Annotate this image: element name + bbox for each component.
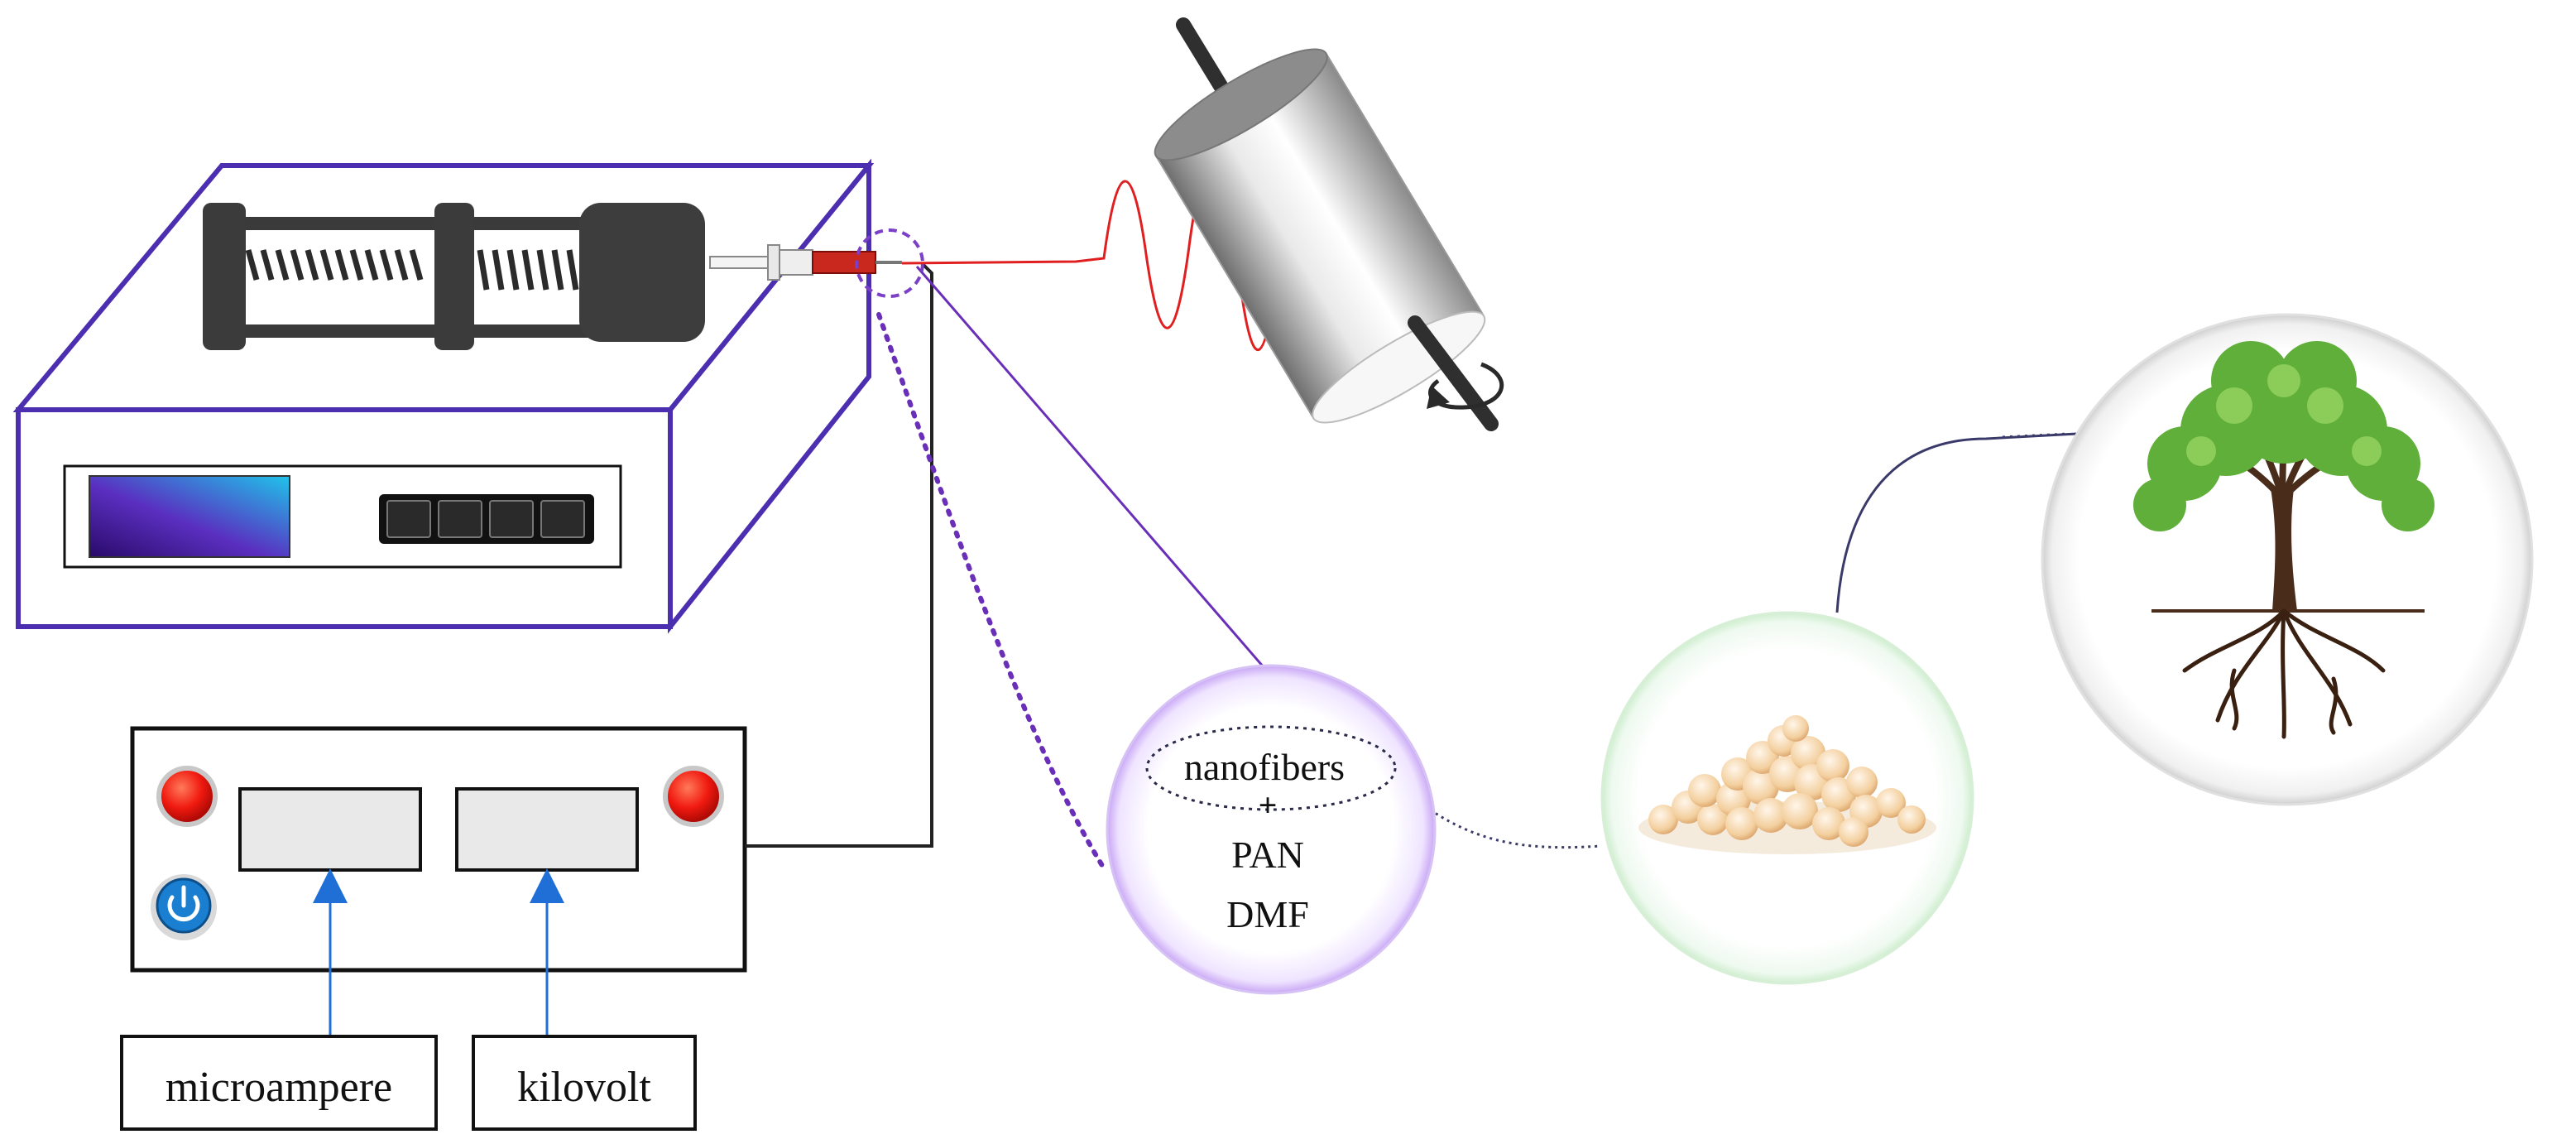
nanofibers-label: nanofibers	[1184, 746, 1345, 788]
pusher-block	[434, 203, 474, 350]
pump-keypad	[379, 494, 594, 544]
high-voltage-supply	[130, 726, 747, 973]
solution-bubble-circle	[1106, 664, 1437, 995]
pan-label: PAN	[1231, 834, 1304, 876]
microampere-label: microampere	[165, 1064, 392, 1111]
pump-key-1[interactable]	[386, 500, 431, 538]
meter-labels: microampere kilovolt	[120, 868, 697, 1131]
syringe	[709, 244, 902, 281]
nanofibers-dotted-oval	[1145, 725, 1397, 811]
syringe-barrel-solution	[812, 251, 876, 274]
power-button-icon[interactable]	[151, 874, 217, 940]
hv-supply-box	[130, 726, 747, 973]
nanofiber-pellets	[1638, 715, 1936, 854]
zoom-line-to-bubble	[915, 266, 1271, 675]
syringe-holder-block	[579, 203, 705, 342]
cables	[745, 262, 2078, 873]
kilovolt-display	[455, 787, 639, 872]
pump-key-3[interactable]	[489, 500, 534, 538]
collector-drum-top	[1154, 48, 1328, 161]
pump-display-screen	[89, 475, 290, 558]
rotating-collector	[1154, 17, 1504, 431]
microampere-display	[238, 787, 422, 872]
pellets-bubble	[1600, 611, 1974, 985]
microampere-label-box	[120, 1035, 438, 1131]
kilovolt-label-box	[472, 1035, 697, 1131]
solution-bubble: nanofibers + PAN DMF	[1106, 664, 1437, 995]
left-indicator-light	[156, 766, 218, 827]
pump-side-face	[668, 158, 871, 634]
screw-spring	[245, 249, 579, 291]
rotation-arrow-icon	[1427, 362, 1504, 410]
link-bubble-to-pellets	[1393, 780, 1601, 849]
pump-key-2[interactable]	[438, 500, 482, 538]
dmf-label: DMF	[1226, 893, 1309, 935]
tree-with-roots	[2133, 341, 2434, 739]
hv-cable	[745, 262, 933, 848]
link-pellets-to-tree	[1835, 432, 2078, 613]
tree-bubble	[2041, 313, 2534, 806]
pump-key-4[interactable]	[540, 500, 585, 538]
collector-drum-bottom	[1312, 310, 1486, 424]
dotted-link-to-bubble	[876, 312, 1108, 873]
plus-sign: +	[1259, 786, 1278, 824]
lead-screw-mechanism	[203, 203, 705, 350]
right-indicator-light	[663, 766, 724, 827]
left-end-block	[203, 203, 246, 350]
syringe-pump	[12, 158, 902, 634]
kilovolt-label: kilovolt	[517, 1064, 651, 1111]
